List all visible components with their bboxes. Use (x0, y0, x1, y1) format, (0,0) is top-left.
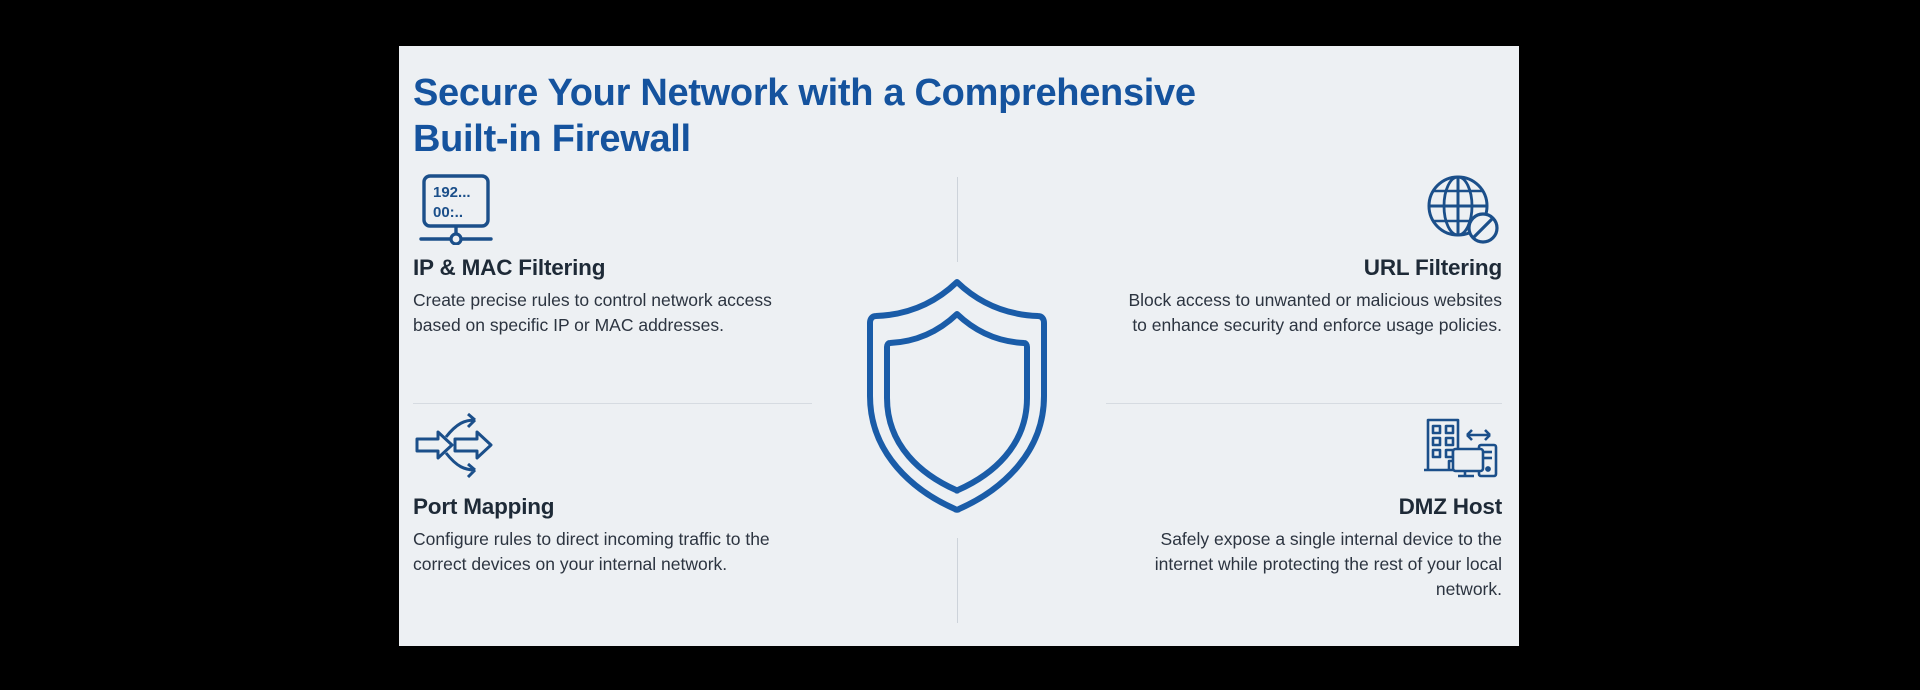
feature-port-mapping: Port Mapping Configure rules to direct i… (413, 412, 793, 577)
split-arrows-icon (413, 412, 793, 484)
feature-description: Safely expose a single internal device t… (1154, 529, 1502, 599)
page-title: Secure Your Network with a Comprehensive… (413, 71, 1333, 161)
page-title-line-2: Built-in Firewall (413, 117, 691, 160)
feature-ip-mac-filtering: 192... 00:.. IP & MAC Filtering Create p… (413, 173, 793, 338)
feature-url-filtering: URL Filtering Block access to unwanted o… (1120, 173, 1502, 338)
svg-text:00:..: 00:.. (433, 204, 463, 221)
globe-blocked-icon (1120, 173, 1502, 245)
shield-icon (864, 276, 1050, 516)
feature-description: Block access to unwanted or malicious we… (1128, 290, 1502, 335)
feature-description: Configure rules to direct incoming traff… (413, 529, 770, 574)
ip-mac-address-box-icon: 192... 00:.. (413, 173, 793, 245)
feature-title: URL Filtering (1363, 255, 1502, 280)
feature-title: Port Mapping (413, 494, 555, 519)
divider-horizontal-left (413, 403, 812, 404)
svg-text:192...: 192... (433, 184, 471, 201)
divider-vertical-top (957, 177, 958, 262)
page-title-line-1: Secure Your Network with a Comprehensive (413, 72, 1196, 115)
feature-description: Create precise rules to control network … (413, 290, 772, 335)
feature-title: IP & MAC Filtering (413, 255, 606, 280)
feature-dmz-host: DMZ Host Safely expose a single internal… (1120, 412, 1502, 602)
feature-title: DMZ Host (1398, 494, 1503, 519)
building-computer-exchange-icon (1120, 412, 1502, 484)
divider-vertical-bottom (957, 538, 958, 623)
firewall-feature-card (399, 46, 1519, 646)
divider-horizontal-right (1106, 403, 1502, 404)
